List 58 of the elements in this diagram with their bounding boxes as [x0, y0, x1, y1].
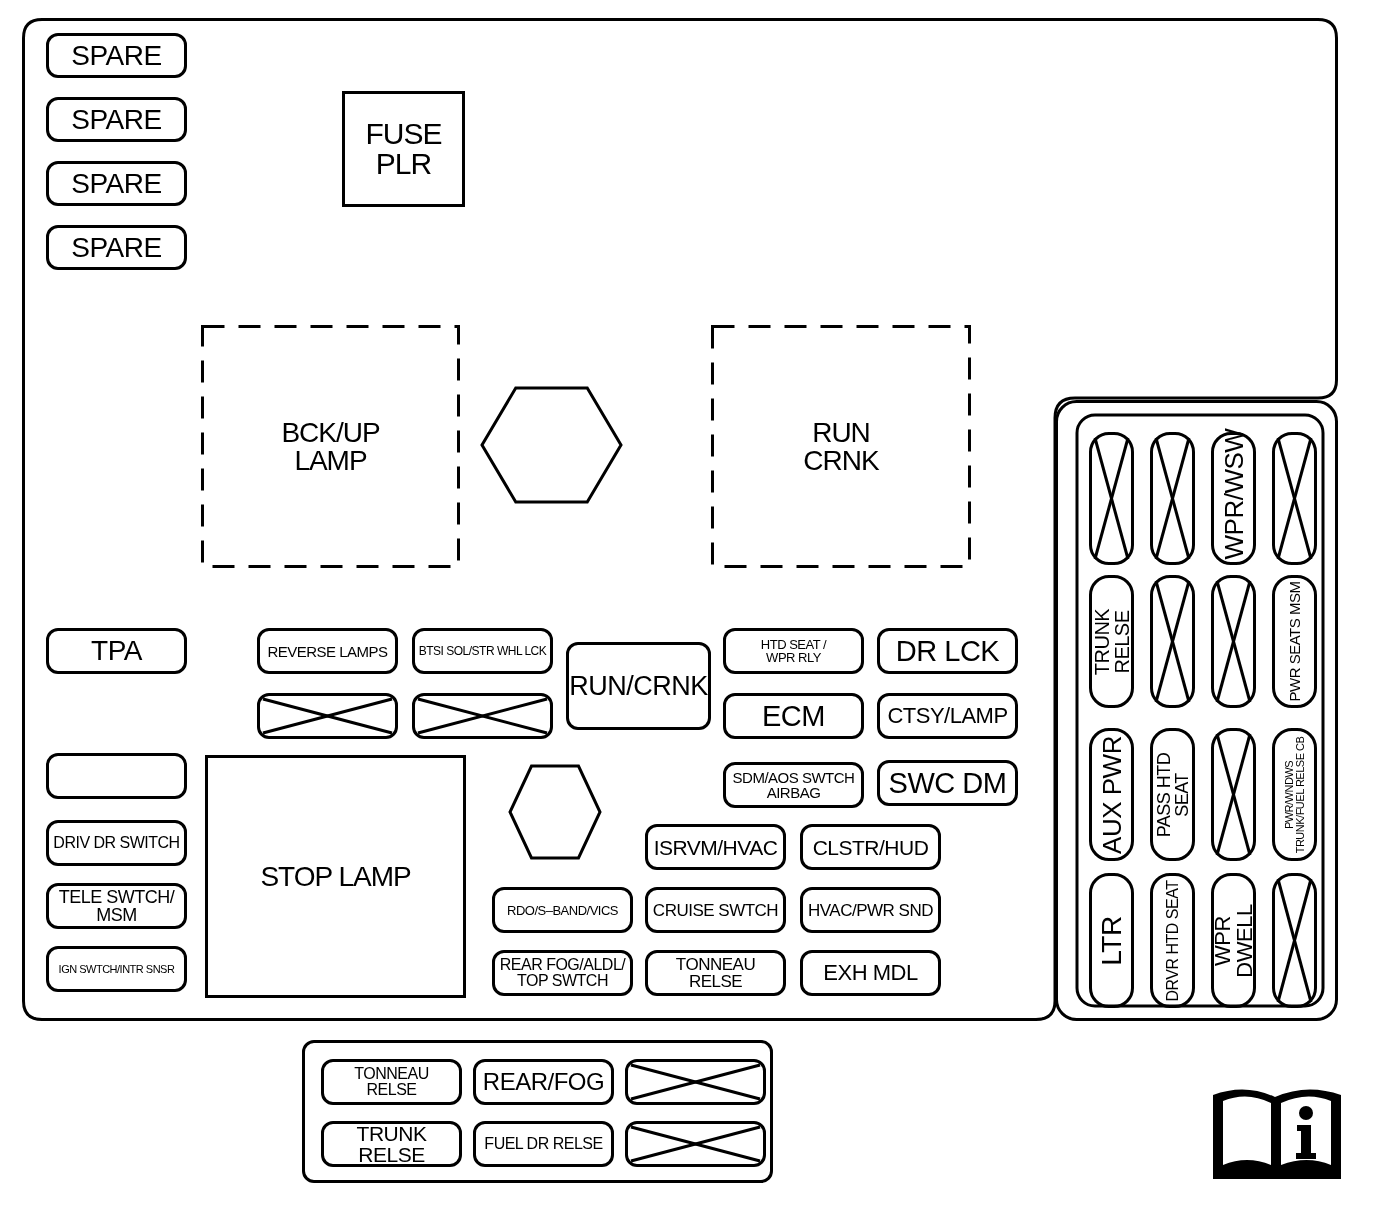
fuse-slot: ISRVM/HVAC: [645, 824, 786, 870]
fuse-panel: [22, 18, 1338, 1021]
fuse-slot: SPARE: [46, 161, 187, 206]
fuse-slot: REAR FOG/ALDL/ TOP SWTCH: [492, 950, 633, 996]
fuse-slot: CLSTR/HUD: [800, 824, 941, 870]
fuse-slot: PWR SEATS MSM: [1272, 575, 1317, 708]
fuse-panel: [302, 1040, 773, 1183]
empty-fuse-slot: [1211, 728, 1256, 861]
fuse-slot: LTR: [1089, 873, 1134, 1008]
fuse-slot: WPR DWELL: [1211, 873, 1256, 1008]
empty-fuse-slot: [1150, 432, 1195, 565]
fuse-slot: REAR/FOG: [473, 1059, 614, 1105]
empty-fuse-slot: [1089, 432, 1134, 565]
relay-socket: BCK/UP LAMP: [201, 325, 460, 568]
fuse-slot: TRUNK RELSE: [1089, 575, 1134, 708]
fuse-slot: DRIV DR SWITCH: [46, 820, 187, 866]
fuse-slot: REVERSE LAMPS: [257, 628, 398, 674]
empty-fuse-slot: [1272, 432, 1317, 565]
fuse-slot: CRUISE SWTCH: [645, 887, 786, 933]
fuse-slot: FUEL DR RELSE: [473, 1121, 614, 1167]
fuse-slot: SDM/AOS SWTCH AIRBAG: [723, 762, 864, 808]
fuse-slot: AUX PWR: [1089, 728, 1134, 861]
fuse-panel: [1055, 400, 1338, 1021]
empty-fuse-slot: [257, 693, 398, 739]
fuse-slot: [46, 753, 187, 799]
empty-fuse-slot: [1272, 873, 1317, 1008]
fuse-slot: TELE SWTCH/ MSM: [46, 883, 187, 929]
fuse-slot: TONNEAU RELSE: [321, 1059, 462, 1105]
fuse-slot: SPARE: [46, 225, 187, 270]
fuse-slot: PWR/WNDWS TRUNK/FUEL RELSE CB: [1272, 728, 1317, 861]
fuse-slot: SWC DM: [877, 760, 1018, 806]
fuse-slot: TONNEAU RELSE: [645, 950, 786, 996]
fuse-slot: CTSY/LAMP: [877, 693, 1018, 739]
fuse-slot: TRUNK RELSE: [321, 1121, 462, 1167]
fuse-slot: BTSI SOL/STR WHL LCK: [412, 628, 553, 674]
fuse-slot: HTD SEAT / WPR RLY: [723, 628, 864, 674]
fuse-slot: RUN/CRNK: [566, 642, 711, 730]
empty-fuse-slot: [625, 1059, 766, 1105]
empty-fuse-slot: [1150, 575, 1195, 708]
empty-fuse-slot: [412, 693, 553, 739]
fuse-slot: EXH MDL: [800, 950, 941, 996]
fuse-slot: HVAC/PWR SND: [800, 887, 941, 933]
fuse-slot: DR LCK: [877, 628, 1018, 674]
fuse-slot: RDO/S–BAND/VICS: [492, 887, 633, 933]
empty-fuse-slot: [625, 1121, 766, 1167]
relay-socket: RUN CRNK: [711, 325, 971, 568]
relay-box: FUSE PLR: [342, 91, 465, 207]
fuse-slot: PASS HTD SEAT: [1150, 728, 1195, 861]
hexagon-mount: [508, 764, 602, 860]
relay-box: STOP LAMP: [205, 755, 466, 998]
empty-fuse-slot: [1211, 575, 1256, 708]
fuse-slot: DRVR HTD SEAT: [1150, 873, 1195, 1008]
hexagon-mount: [480, 386, 623, 504]
fuse-slot: TPA: [46, 628, 187, 674]
fuse-slot: SPARE: [46, 33, 187, 78]
fuse-slot: IGN SWTCH/INTR SNSR: [46, 946, 187, 992]
fuse-slot: ECM: [723, 693, 864, 739]
fuse-slot: SPARE: [46, 97, 187, 142]
